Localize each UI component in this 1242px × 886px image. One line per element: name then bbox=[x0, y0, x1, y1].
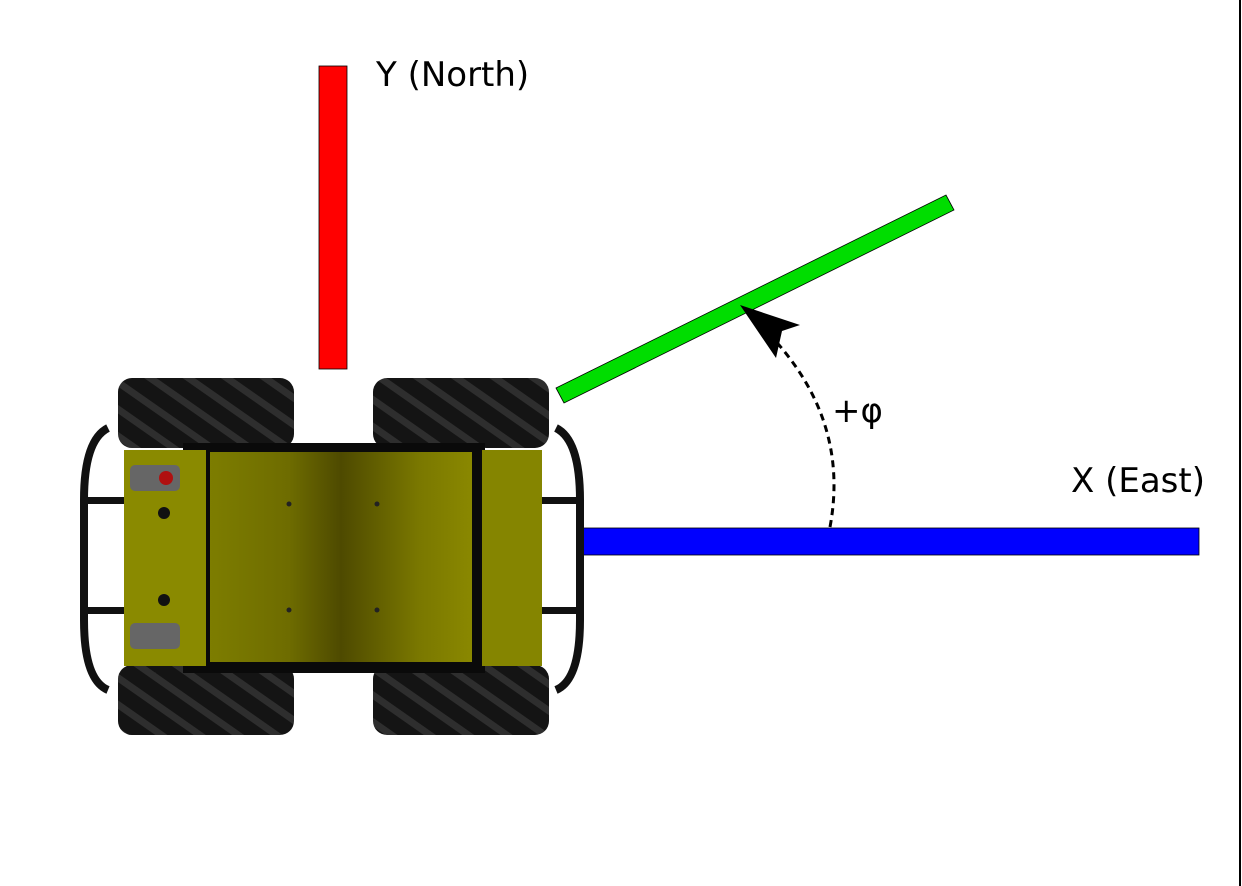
angle-label: +φ bbox=[832, 391, 883, 431]
tire-front-right bbox=[373, 378, 549, 448]
angle-arc bbox=[768, 333, 836, 528]
y-axis-label: Y (North) bbox=[375, 55, 529, 95]
angle-arrow-icon bbox=[740, 305, 800, 358]
tire-rear-left bbox=[118, 665, 294, 735]
tire-front-left bbox=[118, 378, 294, 448]
robot-topview-icon bbox=[80, 378, 584, 735]
x-axis-label: X (East) bbox=[1071, 461, 1205, 501]
heading-bar bbox=[555, 194, 955, 404]
y-axis-bar bbox=[318, 65, 348, 370]
x-axis-bar bbox=[582, 527, 1200, 556]
tire-rear-right bbox=[373, 665, 549, 735]
